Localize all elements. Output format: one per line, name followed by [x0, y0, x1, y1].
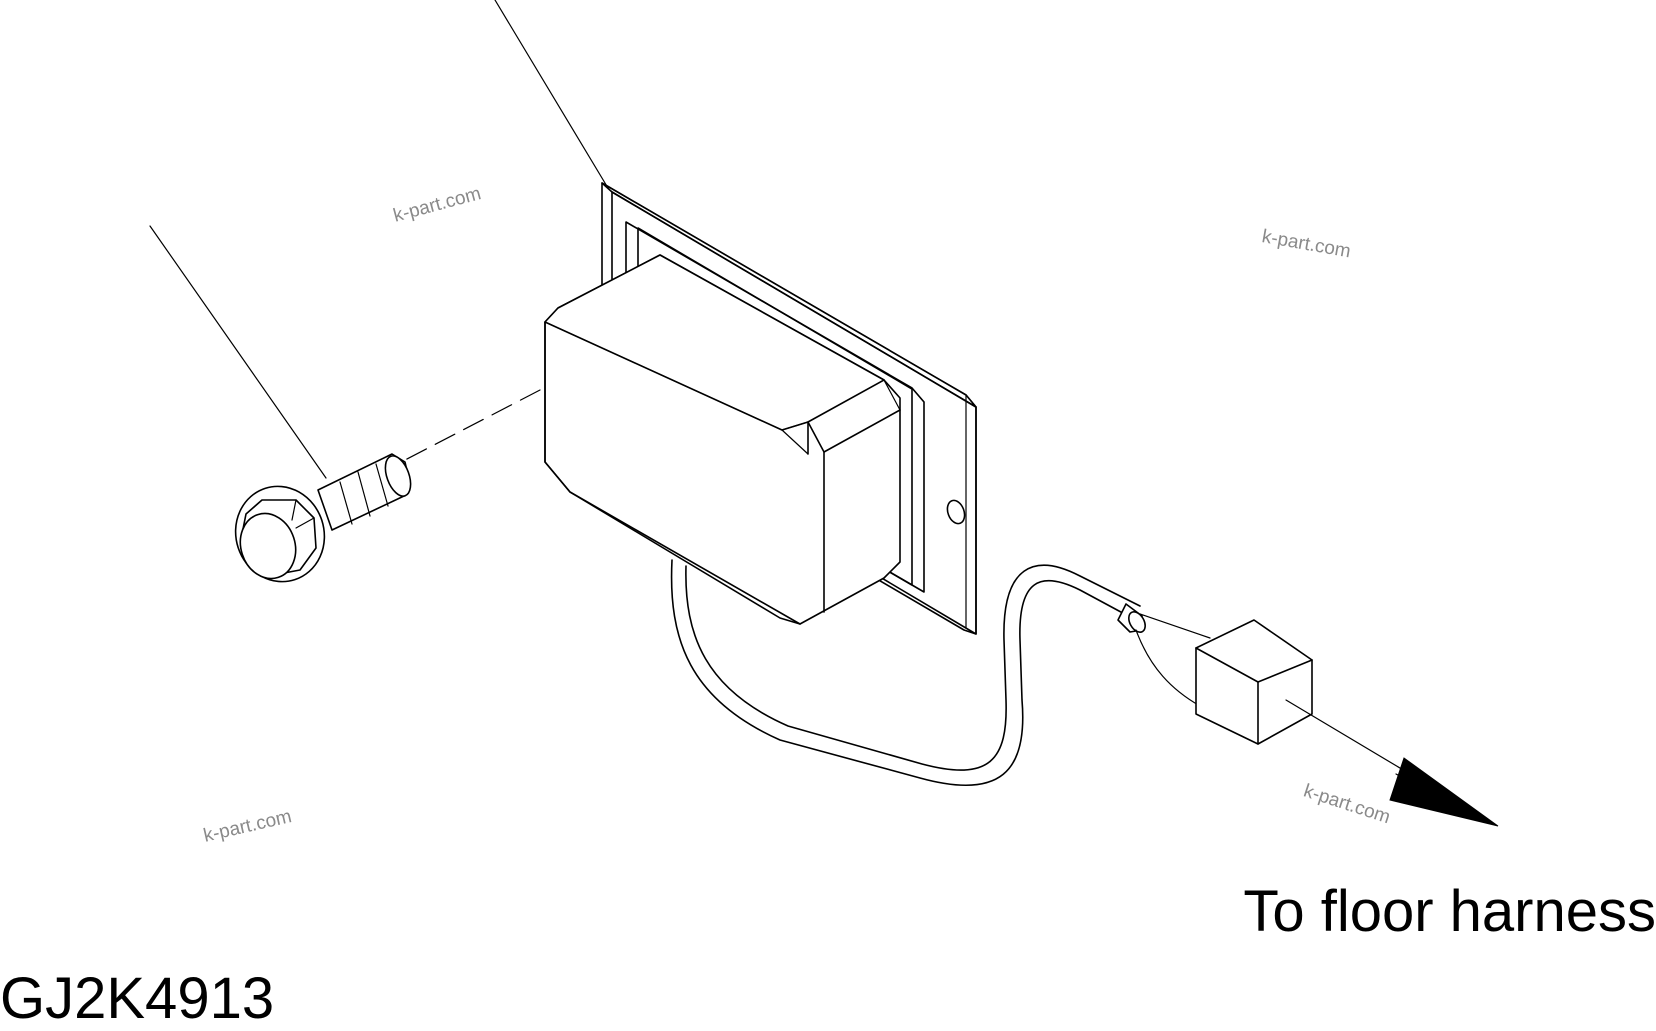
- wire-harness-cable: [670, 559, 1141, 787]
- harness-label: To floor harness: [1243, 879, 1656, 944]
- flange-bolt: [234, 453, 412, 583]
- harness-direction-arrow: [1285, 699, 1499, 827]
- figure-id: GJ2K4913: [0, 966, 275, 1031]
- bolt-axis-dashed: [404, 389, 541, 461]
- controller-unit: [544, 254, 901, 625]
- harness-connector: [1117, 603, 1313, 745]
- controller-leader-line: [494, 0, 609, 189]
- bolt-leader-line: [149, 225, 327, 479]
